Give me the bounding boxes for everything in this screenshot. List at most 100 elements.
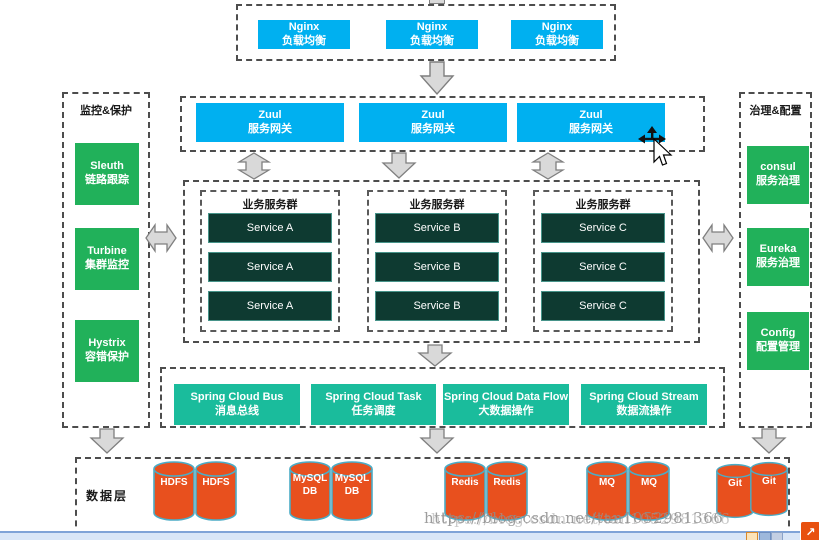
config-node[interactable]: Config 配置管理: [747, 312, 809, 370]
node-title: Spring Cloud Stream: [589, 390, 699, 403]
node-subtitle: 任务调度: [351, 404, 396, 417]
gateway-group-box[interactable]: [180, 96, 705, 152]
nginx-node[interactable]: Nginx 负载均衡: [511, 20, 603, 49]
node-subtitle: 负载均衡: [535, 34, 579, 47]
node-title: Zuul: [258, 108, 282, 121]
middleware-group-box[interactable]: [160, 367, 725, 428]
service-node[interactable]: Service C: [541, 291, 665, 321]
zuul-node[interactable]: Zuul 服务网关: [359, 103, 507, 142]
service-node[interactable]: Service A: [208, 213, 332, 243]
service-cluster-c-box[interactable]: [533, 190, 673, 332]
arrow-up-right-icon: ↗: [805, 524, 816, 539]
cylinder-label: HDFS: [202, 477, 230, 488]
load-balancer-group-box[interactable]: [236, 4, 616, 61]
governance-panel-box[interactable]: [739, 92, 812, 428]
cylinder-label: Git: [728, 478, 742, 489]
node-title: Spring Cloud Bus: [190, 390, 284, 403]
hdfs-cylinder[interactable]: HDFS: [152, 460, 196, 522]
arrow-down-icon[interactable]: [751, 428, 787, 455]
hdfs-cylinder[interactable]: HDFS: [194, 460, 238, 522]
arrow-down-icon[interactable]: [89, 428, 125, 455]
arrow-updown-icon[interactable]: [531, 152, 565, 180]
service-node[interactable]: Service B: [375, 213, 499, 243]
redis-cylinder[interactable]: Redis: [485, 460, 529, 522]
cylinder-label: Git: [762, 476, 776, 487]
hystrix-node[interactable]: Hystrix 容错保护: [75, 320, 139, 382]
nginx-node[interactable]: Nginx 负载均衡: [258, 20, 350, 49]
mysql-cylinder[interactable]: MySQL DB: [288, 460, 332, 522]
turbine-node[interactable]: Turbine 集群监控: [75, 228, 139, 290]
node-subtitle: 配置管理: [756, 341, 800, 353]
node-title: Sleuth: [90, 160, 124, 173]
arrow-down-icon[interactable]: [417, 344, 453, 368]
service-clusters-outer-box[interactable]: [183, 180, 700, 343]
mysql-cylinder[interactable]: MySQL DB: [330, 460, 374, 522]
taskbar-icon[interactable]: [746, 532, 758, 540]
arrow-down-icon[interactable]: [419, 428, 455, 455]
node-title: Eureka: [759, 243, 797, 256]
arrow-down-icon[interactable]: [381, 152, 417, 180]
governance-panel-title: 治理&配置: [749, 105, 802, 117]
node-title: Config: [760, 327, 796, 340]
arrow-down-icon[interactable]: [419, 61, 455, 96]
eureka-node[interactable]: Eureka 服务治理: [747, 228, 809, 286]
spring-cloud-task-node[interactable]: Spring Cloud Task 任务调度: [311, 384, 436, 425]
node-subtitle: 容错保护: [85, 351, 129, 363]
monitor-panel-title: 监控&保护: [80, 105, 132, 117]
node-subtitle: 集群监控: [85, 259, 129, 271]
arrow-leftright-icon[interactable]: [145, 222, 177, 254]
node-subtitle: 消息总线: [215, 404, 259, 417]
csdn-watermark: https://blog.csdn.net/tan1052981366: [424, 509, 724, 527]
arrow-updown-icon[interactable]: [237, 152, 271, 180]
node-title: Zuul: [421, 108, 445, 121]
service-cluster-b-box[interactable]: [367, 190, 507, 332]
cylinder-label: MQ: [598, 477, 616, 488]
cluster-title: 业务服务群: [409, 199, 465, 211]
node-title: Spring Cloud Data Flow: [443, 390, 569, 403]
zuul-node[interactable]: Zuul 服务网关: [517, 103, 665, 142]
node-title: consul: [760, 161, 796, 174]
taskbar-icon[interactable]: [771, 532, 783, 540]
sleuth-node[interactable]: Sleuth 链路跟踪: [75, 143, 139, 205]
cylinder-label: MySQL DB: [292, 473, 328, 497]
node-title: Spring Cloud Task: [325, 390, 422, 403]
cylinder-label: MQ: [640, 477, 658, 488]
node-subtitle: 链路跟踪: [85, 174, 129, 186]
spring-cloud-bus-node[interactable]: Spring Cloud Bus 消息总线: [174, 384, 300, 425]
node-title: Zuul: [579, 108, 603, 121]
git-cylinder[interactable]: Git: [749, 459, 789, 519]
zuul-node[interactable]: Zuul 服务网关: [196, 103, 344, 142]
service-cluster-a-box[interactable]: [200, 190, 340, 332]
spring-cloud-dataflow-node[interactable]: Spring Cloud Data Flow 大数据操作: [443, 384, 569, 425]
node-title: Nginx: [288, 20, 320, 33]
consul-node[interactable]: consul 服务治理: [747, 146, 809, 204]
service-node[interactable]: Service B: [375, 252, 499, 282]
git-cylinder[interactable]: Git: [715, 461, 755, 521]
service-node[interactable]: Service A: [208, 291, 332, 321]
cylinder-label: HDFS: [160, 477, 188, 488]
cylinder-label: Redis: [451, 477, 479, 488]
monitor-panel-box[interactable]: [62, 92, 150, 428]
arrow-leftright-icon[interactable]: [702, 222, 734, 254]
data-layer-title: 数据层: [86, 489, 129, 503]
taskbar-icon[interactable]: [759, 532, 771, 540]
service-node[interactable]: Service C: [541, 213, 665, 243]
mq-cylinder[interactable]: MQ: [585, 460, 629, 522]
node-subtitle: 数据流操作: [616, 404, 672, 417]
cluster-title: 业务服务群: [575, 199, 631, 211]
redis-cylinder[interactable]: Redis: [443, 460, 487, 522]
node-title: Turbine: [87, 245, 127, 258]
cluster-title: 业务服务群: [242, 199, 298, 211]
mouse-cursor-move-icon: [638, 126, 680, 171]
spring-cloud-stream-node[interactable]: Spring Cloud Stream 数据流操作: [581, 384, 707, 425]
node-title: Nginx: [416, 20, 448, 33]
corner-launch-button[interactable]: ↗: [800, 521, 819, 540]
node-title: Hystrix: [88, 337, 126, 350]
service-node[interactable]: Service B: [375, 291, 499, 321]
nginx-node[interactable]: Nginx 负载均衡: [386, 20, 478, 49]
service-node[interactable]: Service A: [208, 252, 332, 282]
taskbar: [0, 529, 819, 540]
service-node[interactable]: Service C: [541, 252, 665, 282]
mq-cylinder[interactable]: MQ: [627, 460, 671, 522]
